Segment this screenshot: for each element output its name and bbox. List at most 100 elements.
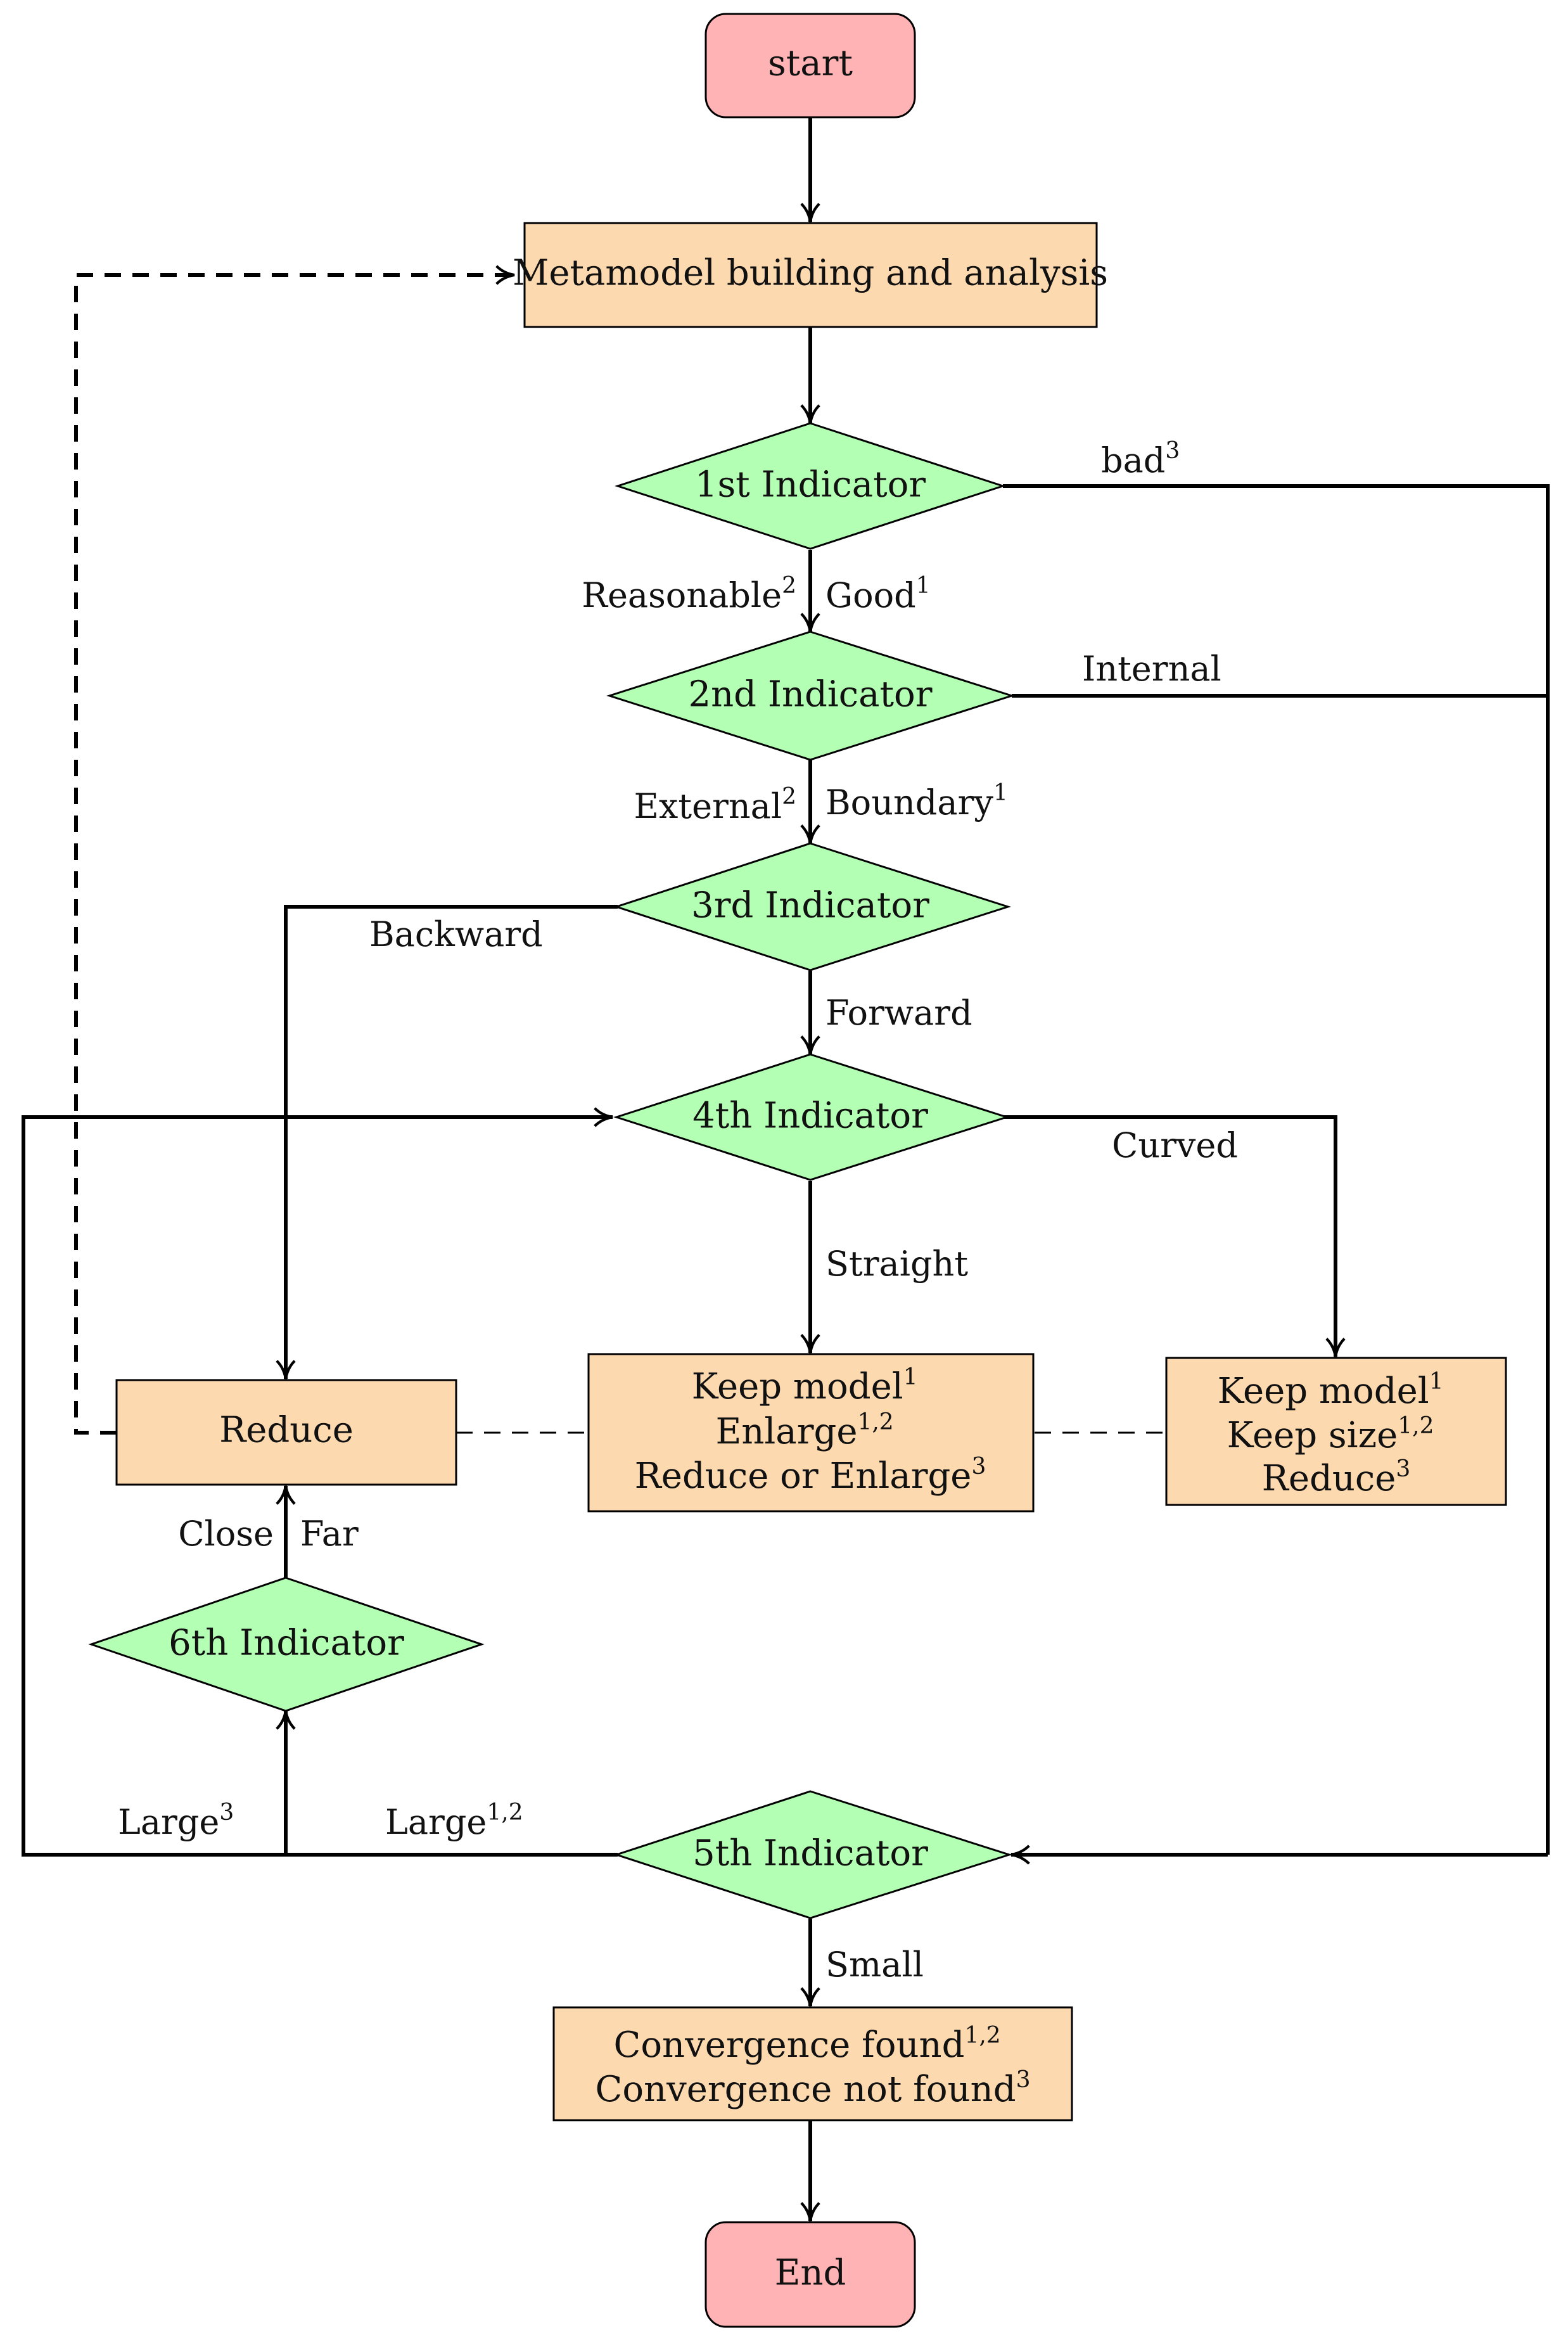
label-forward: Forward — [825, 993, 972, 1033]
curved-line-3: Reduce3 — [1262, 1456, 1411, 1499]
label-close: Close — [178, 1514, 274, 1554]
ind5-node: 5th Indicator — [613, 1790, 1012, 1919]
curved-line-3-text: Reduce — [1262, 1458, 1396, 1499]
ind3-diamond — [613, 842, 1011, 971]
start-node: start — [704, 13, 916, 118]
edge-ind4-curved — [1003, 1115, 1346, 1357]
label-good-sup: 1 — [916, 573, 931, 599]
curved-line-3-sup: 3 — [1396, 1456, 1410, 1482]
ind5-diamond — [613, 1790, 1012, 1919]
curved-line-2-text: Keep size — [1227, 1415, 1398, 1456]
ind5-label: 5th Indicator — [692, 1833, 928, 1874]
ind2-node: 2nd Indicator — [606, 630, 1015, 761]
ind6-diamond — [88, 1577, 485, 1712]
edge-labels: bad3 Reasonable2 Good1 Internal External… — [118, 438, 1238, 1985]
label-good: Good1 — [825, 573, 931, 615]
ind1-diamond — [615, 422, 1006, 550]
straight-line-1-text: Keep model — [692, 1366, 903, 1407]
curved-line-2-sup: 1,2 — [1398, 1413, 1434, 1439]
label-good-text: Good — [825, 575, 916, 615]
ind2-diamond — [606, 630, 1015, 761]
reduce-box — [115, 1379, 457, 1486]
end-terminal — [704, 2221, 916, 2328]
label-boundary-sup: 1 — [993, 780, 1008, 806]
start-label: start — [768, 43, 853, 84]
edge-reduce-metamodel-dashed — [74, 265, 515, 1435]
label-large3-sup: 3 — [219, 1800, 234, 1826]
label-small: Small — [825, 1945, 924, 1985]
label-boundary-text: Boundary — [825, 783, 993, 822]
label-large12-sup: 1,2 — [487, 1800, 523, 1826]
straight-box-text: Keep model1 Enlarge1,2 Reduce or Enlarge… — [635, 1352, 986, 1497]
label-bad-text: bad — [1101, 440, 1165, 480]
edge-ind1-bad — [1003, 484, 1550, 1855]
end-node: End — [704, 2221, 916, 2328]
straight-line-2-text: Enlarge — [715, 1411, 857, 1452]
ind1-label: 1st Indicator — [695, 464, 926, 506]
straight-line-3-sup: 3 — [971, 1454, 986, 1480]
ind6-node: 6th Indicator — [88, 1577, 485, 1712]
start-terminal — [704, 13, 916, 118]
label-small-text: Small — [825, 1945, 924, 1985]
label-close-text: Close — [178, 1514, 274, 1554]
ind6-label: 6th Indicator — [169, 1623, 404, 1664]
label-backward: Backward — [369, 914, 543, 954]
ind3-label: 3rd Indicator — [691, 885, 929, 926]
ind1-node: 1st Indicator — [615, 422, 1006, 550]
label-curved: Curved — [1112, 1125, 1238, 1165]
ind2-label: 2nd Indicator — [688, 674, 932, 715]
label-large12-text: Large — [385, 1802, 487, 1842]
label-straight-text: Straight — [825, 1244, 968, 1284]
metamodel-box — [523, 222, 1098, 328]
straight-line-1-sup: 1 — [903, 1364, 918, 1390]
convergence-line-1-text: Convergence found — [613, 2025, 964, 2066]
label-reasonable-sup: 2 — [782, 573, 796, 599]
curved-line-1: Keep model1 — [1218, 1369, 1444, 1412]
ind4-label: 4th Indicator — [692, 1096, 928, 1137]
label-bad-sup: 3 — [1165, 438, 1180, 464]
label-reasonable: Reasonable2 — [582, 573, 796, 615]
curved-line-2: Keep size1,2 — [1227, 1413, 1434, 1456]
curved-line-1-sup: 1 — [1429, 1369, 1444, 1395]
ind4-node: 4th Indicator — [613, 1053, 1010, 1181]
straight-node: Keep model1 Enlarge1,2 Reduce or Enlarge… — [587, 1352, 1035, 1513]
connectors — [22, 117, 1550, 2222]
label-curved-text: Curved — [1112, 1125, 1238, 1165]
metamodel-node: Metamodel building and analysis — [513, 222, 1108, 328]
ind4-diamond — [613, 1053, 1010, 1181]
label-far-text: Far — [300, 1514, 359, 1554]
label-external-sup: 2 — [782, 784, 796, 810]
straight-box — [587, 1353, 1035, 1513]
ind3-node: 3rd Indicator — [613, 842, 1011, 971]
label-straight: Straight — [825, 1244, 968, 1284]
label-backward-text: Backward — [369, 914, 543, 954]
label-large3-text: Large — [118, 1802, 219, 1842]
label-reasonable-text: Reasonable — [582, 575, 782, 615]
convergence-line-1-sup: 1,2 — [964, 2023, 1000, 2049]
label-large12: Large1,2 — [385, 1800, 523, 1842]
convergence-node: Convergence found1,2 Convergence not fou… — [552, 2006, 1073, 2121]
label-forward-text: Forward — [825, 993, 972, 1033]
straight-line-3-text: Reduce or Enlarge — [635, 1455, 972, 1497]
convergence-box — [552, 2006, 1073, 2121]
label-large3: Large3 — [118, 1800, 234, 1842]
straight-line-1: Keep model1 — [692, 1364, 918, 1407]
reduce-node: Reduce — [115, 1379, 457, 1486]
label-boundary: Boundary1 — [825, 780, 1008, 822]
straight-line-2-sup: 1,2 — [857, 1409, 893, 1435]
convergence-line-1: Convergence found1,2 — [613, 2023, 1000, 2066]
label-external-text: External — [634, 786, 782, 826]
convergence-box-text: Convergence found1,2 Convergence not fou… — [596, 2011, 1031, 2110]
label-far: Far — [300, 1514, 359, 1554]
edge-ind3-reduce — [276, 905, 618, 1379]
label-external: External2 — [634, 784, 797, 826]
curved-box — [1165, 1357, 1507, 1506]
label-bad: bad3 — [1101, 438, 1180, 480]
straight-line-2: Enlarge1,2 — [715, 1409, 893, 1452]
convergence-line-2: Convergence not found3 — [596, 2067, 1031, 2110]
curved-node: Keep model1 Keep size1,2 Reduce3 — [1165, 1357, 1507, 1506]
curved-box-text: Keep model1 Keep size1,2 Reduce3 — [1218, 1357, 1455, 1499]
convergence-line-2-sup: 3 — [1016, 2067, 1031, 2093]
straight-line-3: Reduce or Enlarge3 — [635, 1454, 986, 1497]
convergence-line-2-text: Convergence not found — [596, 2069, 1016, 2110]
